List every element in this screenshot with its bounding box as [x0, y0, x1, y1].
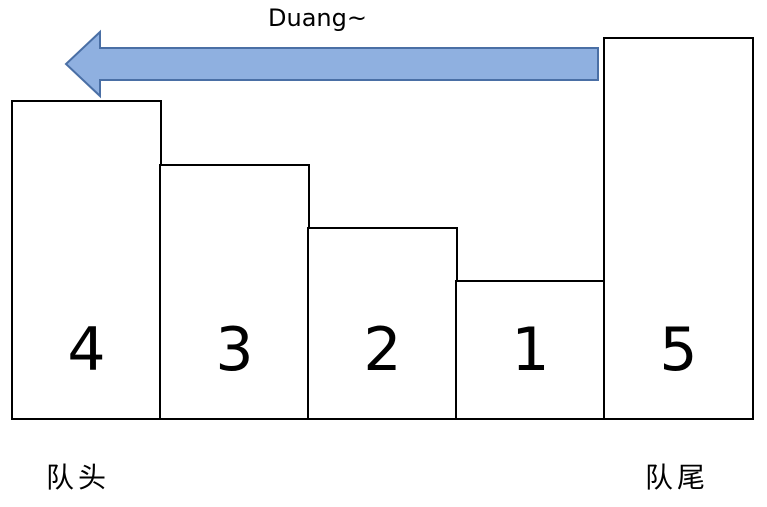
bar-value: 1	[511, 315, 550, 385]
bar-value: 2	[363, 315, 402, 385]
queue-head-label: 队头	[46, 461, 111, 494]
queue-bar-3: 3	[159, 164, 310, 420]
bar-value: 4	[67, 315, 106, 385]
queue-bar-1: 1	[455, 280, 606, 420]
left-arrow-icon	[64, 29, 599, 99]
queue-bar-4: 4	[11, 100, 162, 420]
queue-bar-2: 2	[307, 227, 458, 420]
arrow-label: Duang~	[268, 4, 367, 32]
queue-tail-label: 队尾	[645, 461, 710, 494]
bar-value: 3	[215, 315, 254, 385]
queue-bar-5: 5	[603, 37, 754, 420]
bar-value: 5	[659, 315, 698, 385]
